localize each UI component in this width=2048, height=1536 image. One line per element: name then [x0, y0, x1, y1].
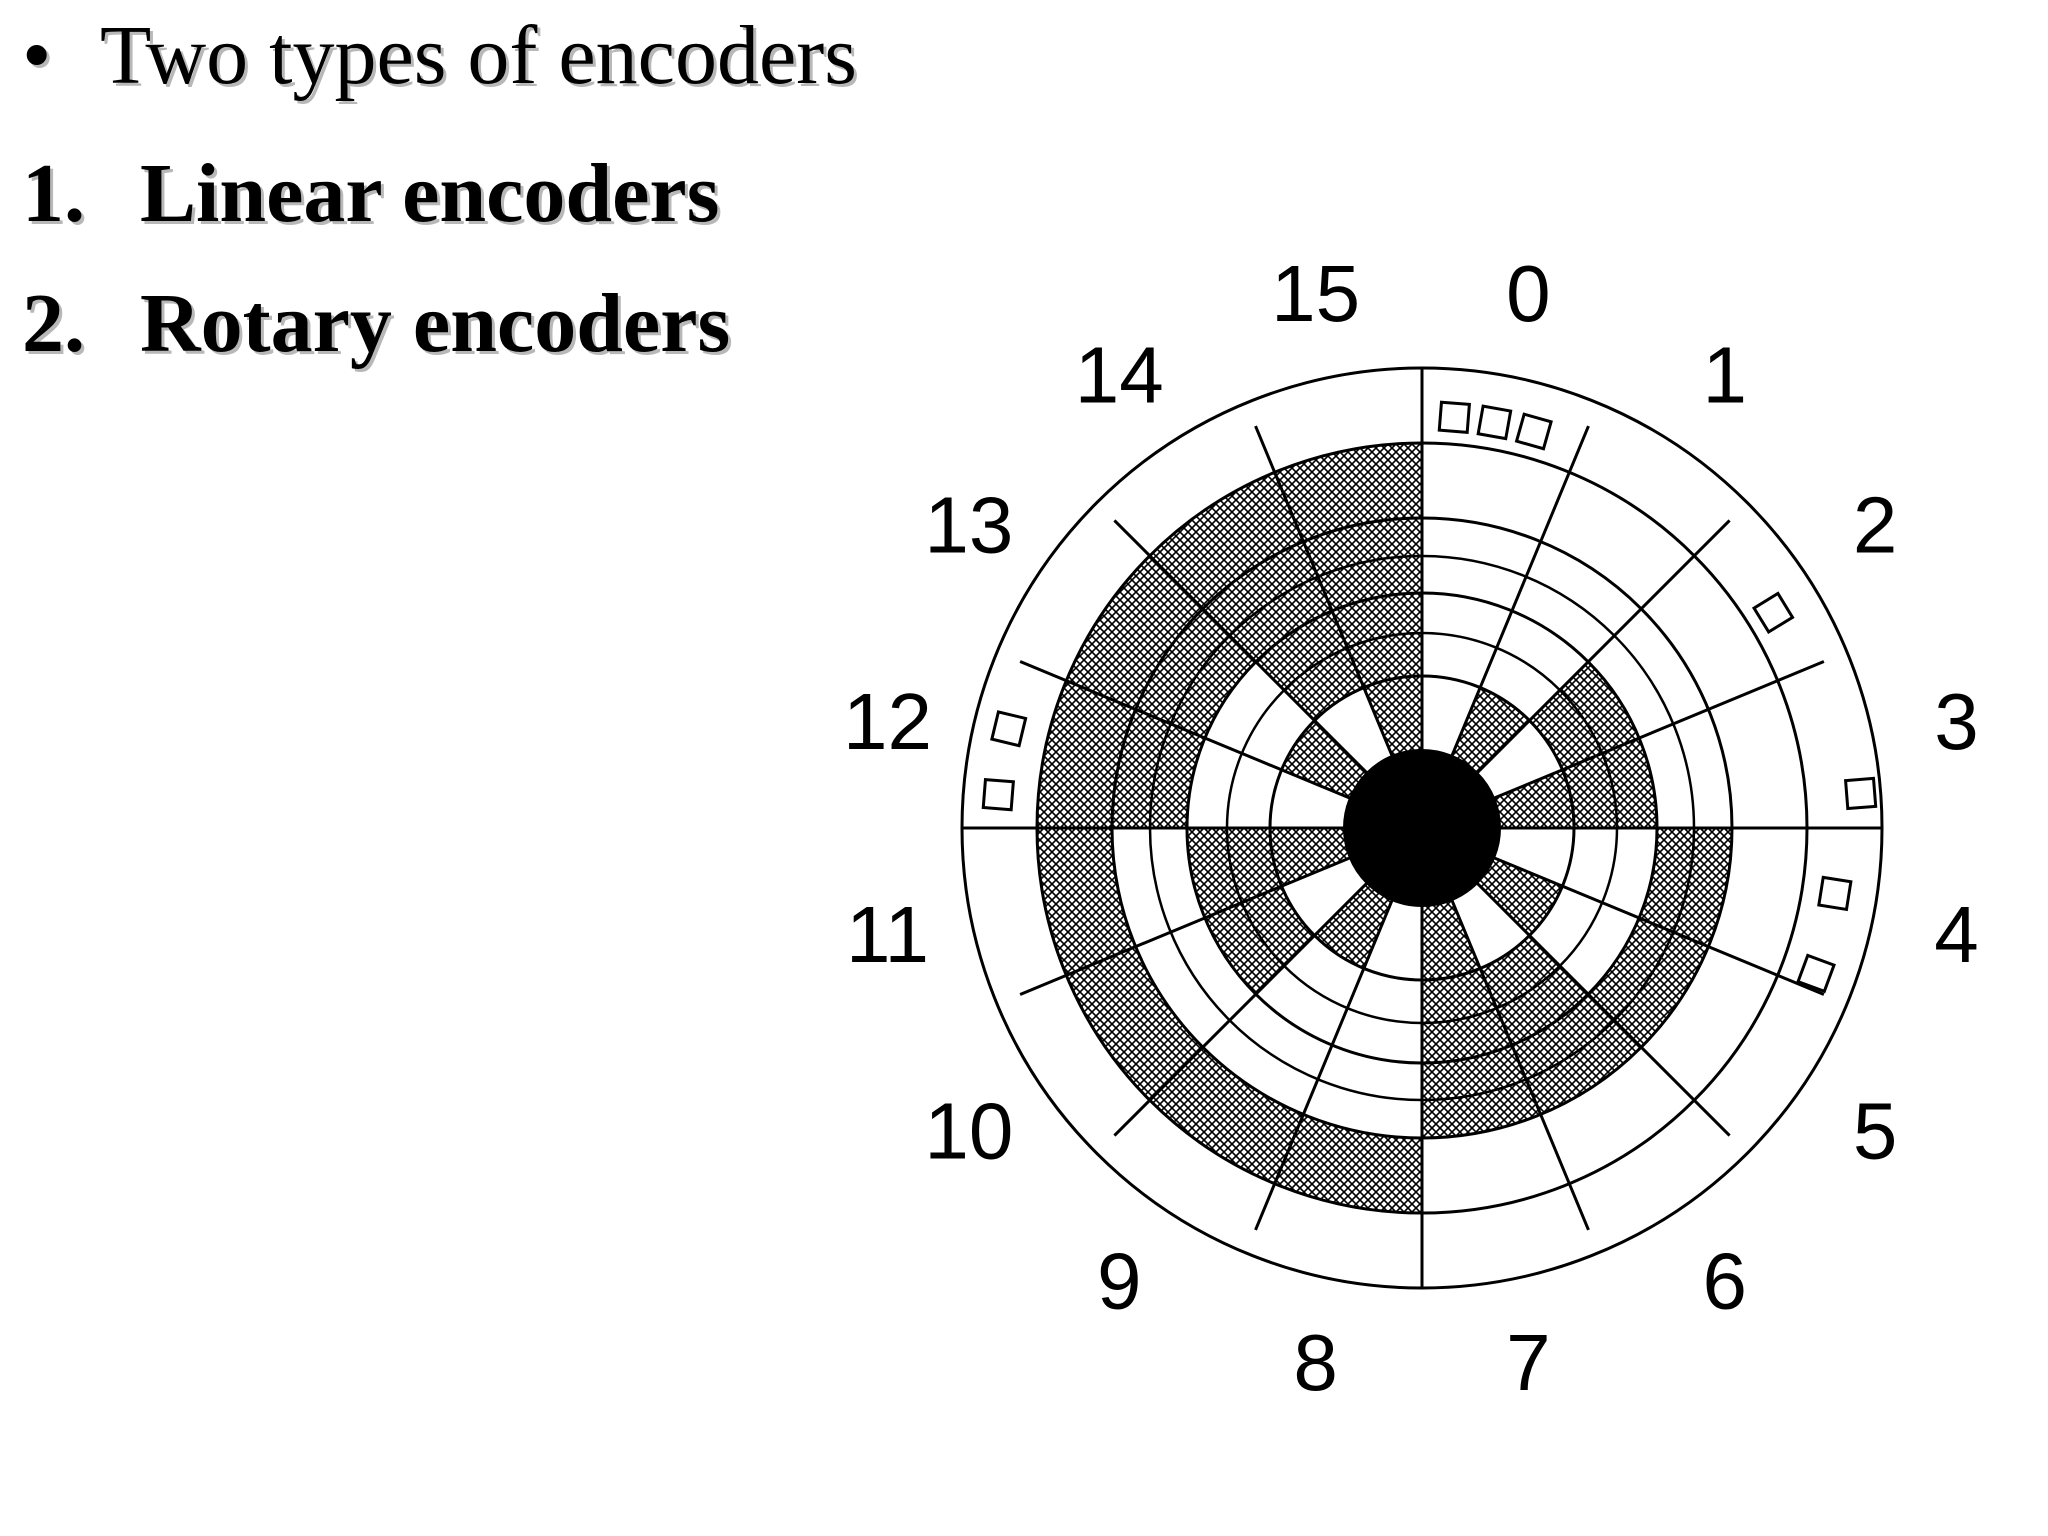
sector-spoke: [1450, 425, 1590, 757]
sector-label-6: 6: [1703, 1237, 1748, 1326]
sector-label-13: 13: [924, 481, 1013, 570]
sensor-mark: [1843, 776, 1878, 811]
code-segment-s14-b1: [1255, 610, 1364, 721]
sensor-mark: [1817, 875, 1853, 912]
disc-hub: [1343, 749, 1501, 907]
sector-label-11: 11: [846, 890, 929, 979]
code-segment-s13-b0: [1281, 720, 1367, 799]
sensor-mark: [981, 777, 1015, 812]
sector-label-5: 5: [1853, 1086, 1898, 1175]
sector-label-3: 3: [1934, 677, 1979, 766]
code-segment-s7-b2: [1422, 1045, 1541, 1138]
code-segment-s11-b0: [1270, 828, 1350, 887]
list-label: Rotary encoders: [140, 277, 731, 370]
sector-spoke: [1493, 660, 1825, 800]
code-segment-s1-b0: [1451, 687, 1530, 773]
sector-spoke: [1254, 425, 1394, 757]
code-segment-s2-b1: [1529, 661, 1640, 770]
code-segment-s6-b1: [1480, 935, 1589, 1046]
sensor-mark: [1514, 412, 1553, 451]
sector-label-8: 8: [1293, 1318, 1338, 1407]
sensor-mark: [990, 710, 1028, 748]
sensor-mark: [1751, 591, 1795, 635]
bullet-dot: •: [22, 9, 52, 102]
code-segment-s15-b0: [1363, 676, 1422, 756]
sector-label-10: 10: [924, 1086, 1013, 1175]
sector-label-7: 7: [1506, 1318, 1551, 1407]
sector-spoke: [1493, 856, 1825, 996]
list-number: 2.: [22, 277, 85, 370]
code-segment-s10-b1: [1204, 886, 1315, 995]
sector-spoke: [1476, 519, 1731, 774]
list-label: Linear encoders: [140, 147, 720, 240]
sector-spoke: [1476, 882, 1731, 1137]
sector-spoke: [1019, 660, 1351, 800]
list-item-linear: 1.Linear encoders: [22, 152, 719, 236]
sensor-mark: [1476, 404, 1513, 441]
sector-label-9: 9: [1097, 1237, 1142, 1326]
code-segment-s9-b0: [1314, 883, 1393, 969]
list-number: 1.: [22, 147, 85, 240]
sensor-mark: [1437, 400, 1471, 434]
sector-spoke: [1113, 882, 1368, 1137]
code-segment-s9-b3: [1149, 1047, 1304, 1184]
code-segment-s5-b0: [1477, 857, 1563, 936]
sector-spoke: [1113, 519, 1368, 774]
code-segment-s7-b0: [1422, 900, 1481, 980]
sector-label-2: 2: [1853, 481, 1898, 570]
code-segment-s3-b0: [1494, 769, 1574, 828]
heading-text: Two types of encoders: [100, 9, 857, 102]
sector-label-14: 14: [1075, 330, 1164, 419]
sensor-mark: [1796, 953, 1836, 994]
sector-label-0: 0: [1506, 249, 1551, 338]
code-segment-s13-b3: [1066, 555, 1203, 710]
sector-spoke: [1019, 856, 1351, 996]
code-segment-s14-b3: [1149, 472, 1304, 609]
sector-spoke: [1254, 899, 1394, 1231]
code-segment-s10-b3: [1066, 946, 1203, 1101]
code-segment-s12-b2: [1112, 709, 1205, 828]
code-segment-s15-b2: [1303, 518, 1422, 611]
code-segment-s11-b3: [1037, 828, 1136, 976]
encoder-disc: [960, 366, 1884, 1290]
sector-label-4: 4: [1934, 890, 1979, 979]
code-segment-s4-b2: [1639, 828, 1732, 947]
sector-label-1: 1: [1703, 330, 1748, 419]
code-segment-s8-b3: [1274, 1114, 1422, 1213]
list-item-rotary: 2.Rotary encoders: [22, 282, 730, 366]
code-segment-s15-b3: [1274, 443, 1422, 542]
sector-label-15: 15: [1271, 249, 1360, 338]
bullet-heading: •Two types of encoders: [22, 14, 857, 98]
sector-spoke: [1450, 899, 1590, 1231]
sector-label-12: 12: [843, 677, 932, 766]
code-segment-s12-b3: [1037, 680, 1136, 828]
